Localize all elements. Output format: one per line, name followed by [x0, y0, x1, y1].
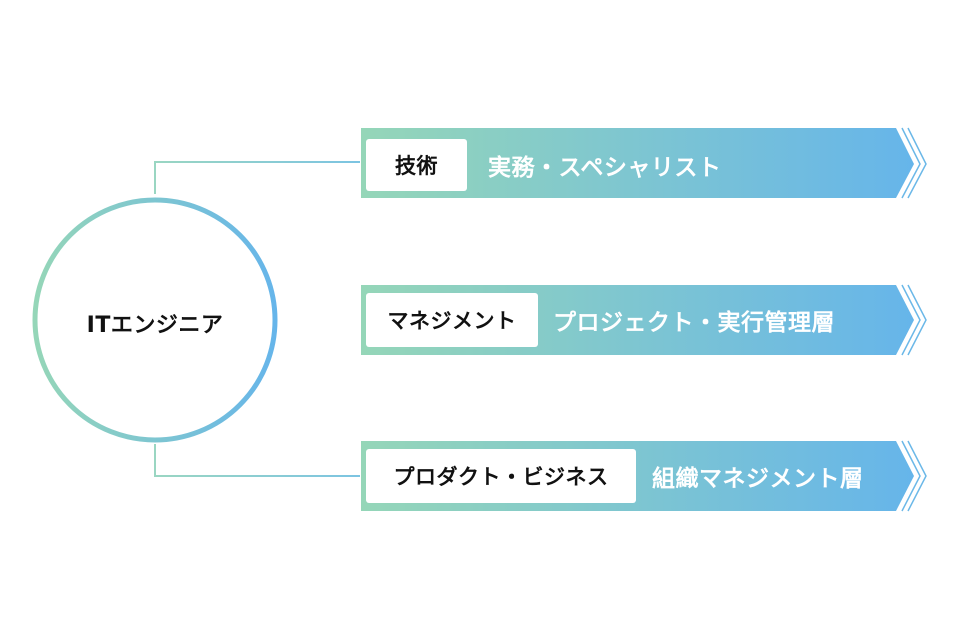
- branch-bar-1: [361, 127, 927, 199]
- branch-label-1: 技術: [395, 154, 438, 178]
- branch-label-box-3: [366, 449, 636, 503]
- branch-label-box-2: [366, 293, 538, 347]
- branch-description-1: 実務・スペシャリスト: [488, 155, 722, 181]
- connector-top: [154, 161, 360, 194]
- center-circle: [32, 197, 278, 443]
- branch-bar-3: [361, 440, 927, 512]
- branch-label-box-1: [366, 139, 467, 191]
- branch-bar-2: [361, 284, 927, 356]
- branch-label-2: マネジメント: [387, 309, 517, 333]
- branch-label-3: プロダクト・ビジネス: [393, 465, 609, 489]
- branch-description-2: プロジェクト・実行管理層: [553, 310, 835, 336]
- branch-description-3: 組織マネジメント層: [652, 466, 864, 492]
- connector-bottom: [154, 444, 360, 477]
- center-label: ITエンジニア: [86, 313, 224, 338]
